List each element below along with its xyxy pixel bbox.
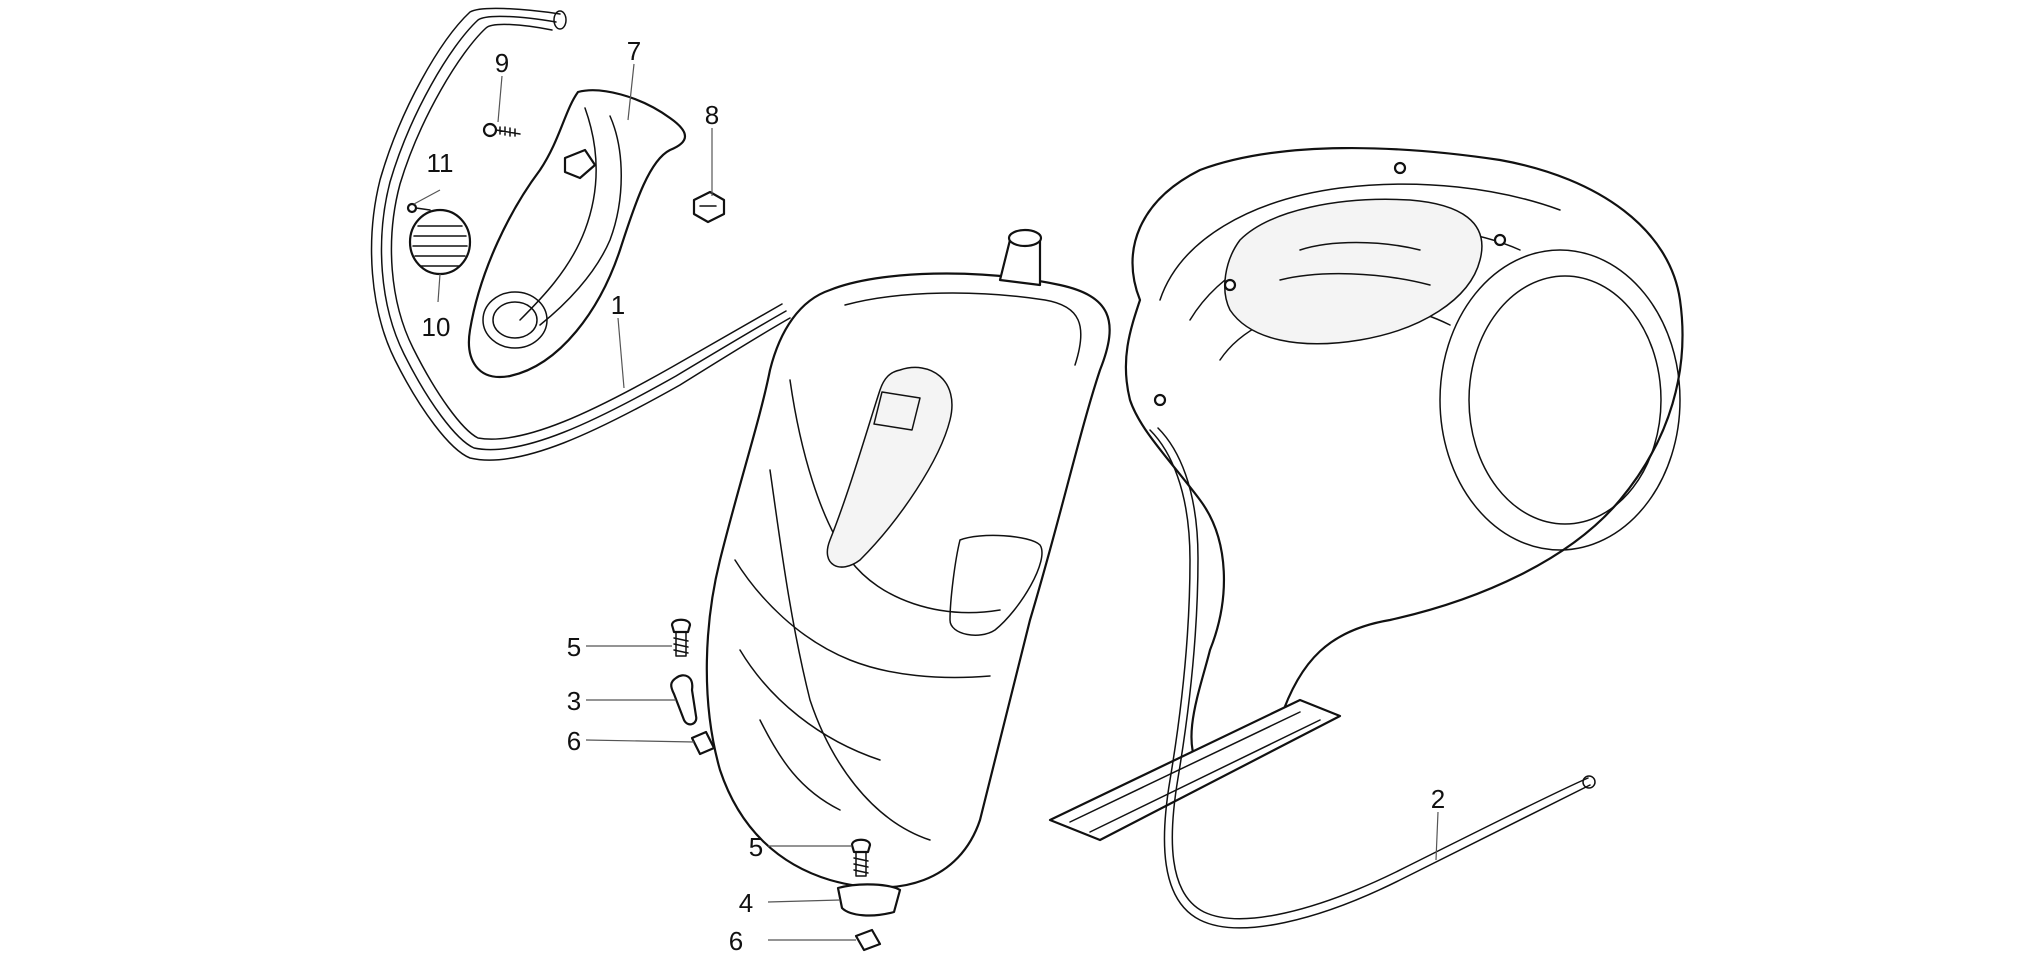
plate-part-4	[836, 883, 902, 917]
cover-plate-part-7	[467, 89, 687, 379]
body-frame-rear	[1048, 147, 1684, 842]
screw-part-9	[482, 122, 521, 138]
small-screw-part-11	[406, 202, 431, 214]
nut-part-6-b	[854, 928, 882, 952]
leg-shield-front	[705, 228, 1111, 889]
grille-part-10	[408, 208, 472, 276]
callout-2: 2	[1431, 784, 1445, 814]
callout-5-b: 5	[749, 832, 763, 862]
trim-strip-part-1	[370, 7, 791, 461]
leader-lines	[413, 63, 1439, 941]
nut-part-6-a	[690, 730, 716, 756]
clip-part-3	[670, 674, 698, 726]
callout-11: 11	[427, 148, 454, 178]
callout-4: 4	[739, 888, 753, 918]
nut-part-8	[692, 190, 726, 224]
screw-part-5-b	[850, 838, 872, 877]
callout-6-b: 6	[729, 926, 743, 953]
trim-strip-part-2	[1149, 427, 1596, 929]
callout-3: 3	[567, 686, 581, 716]
callout-labels: 7 8 9 11 10 1 2 5 3 6 5 4 6	[422, 36, 1446, 953]
callout-7: 7	[627, 36, 641, 66]
callout-8: 8	[705, 100, 719, 130]
callout-9: 9	[495, 48, 509, 78]
callout-6-a: 6	[567, 726, 581, 756]
callout-5-a: 5	[567, 632, 581, 662]
callout-1: 1	[611, 290, 625, 320]
callout-10: 10	[422, 312, 451, 342]
screw-part-5-a	[670, 618, 692, 657]
